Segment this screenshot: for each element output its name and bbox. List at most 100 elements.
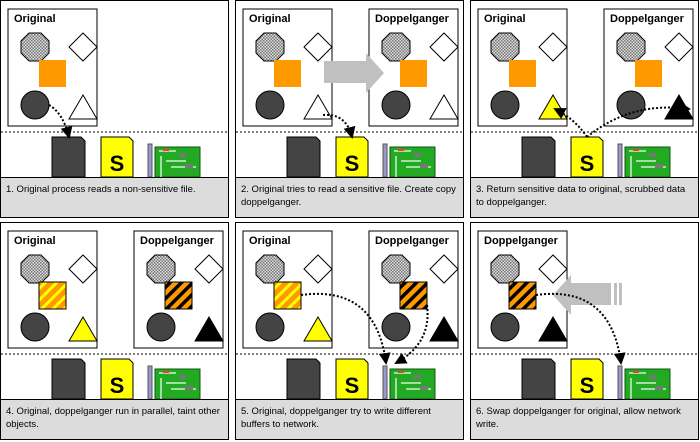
- non-sensitive-file-icon: [521, 136, 556, 178]
- process-box-doppelganger: Doppelganger: [477, 230, 568, 349]
- sensitive-file-icon: [335, 136, 369, 178]
- process-box-original: Original: [7, 8, 98, 127]
- diamond-icon: [538, 254, 568, 284]
- square-icon: [509, 60, 536, 87]
- square-icon: [164, 281, 193, 310]
- copy-arrow-icon: [324, 53, 384, 93]
- octagon-icon: [255, 32, 285, 62]
- data-flow-arrow: [300, 292, 391, 365]
- network-card-icon: [382, 143, 436, 178]
- square-icon: [39, 60, 66, 87]
- octagon-icon: [381, 32, 411, 62]
- process-box-doppelganger: Doppelganger: [368, 230, 459, 349]
- diamond-icon: [194, 254, 224, 284]
- panel-caption: 5. Original, doppelganger try to write d…: [236, 399, 463, 439]
- octagon-icon: [146, 254, 176, 284]
- sensitive-file-icon: [335, 358, 369, 400]
- process-label: Doppelganger: [375, 13, 450, 25]
- sensitive-file-icon: [100, 358, 134, 400]
- data-flow-arrow: [553, 108, 588, 138]
- network-card-icon: [617, 365, 671, 400]
- octagon-icon: [616, 32, 646, 62]
- network-card-icon: [382, 365, 436, 400]
- circle-icon: [616, 90, 646, 120]
- triangle-icon: [303, 94, 333, 120]
- non-sensitive-file-icon: [286, 358, 321, 400]
- panel-caption: 3. Return sensitive data to original, sc…: [471, 177, 698, 217]
- non-sensitive-file-icon: [521, 358, 556, 400]
- circle-icon: [490, 90, 520, 120]
- diamond-icon: [538, 32, 568, 62]
- triangle-icon: [303, 316, 333, 342]
- process-box-doppelganger: Doppelganger: [368, 8, 459, 127]
- process-box-original: Original: [242, 8, 333, 127]
- octagon-icon: [490, 254, 520, 284]
- network-card-icon: [147, 365, 201, 400]
- circle-icon: [381, 312, 411, 342]
- octagon-icon: [20, 254, 50, 284]
- network-card-icon: [147, 143, 201, 178]
- diamond-icon: [303, 254, 333, 284]
- octagon-icon: [255, 254, 285, 284]
- network-card-icon: [617, 143, 671, 178]
- panel-caption: 1. Original process reads a non-sensitiv…: [1, 177, 228, 217]
- process-label: Doppelganger: [610, 13, 685, 25]
- process-label: Doppelganger: [140, 235, 215, 247]
- data-flow-arrow: [535, 292, 626, 365]
- panel-caption: 4. Original, doppelganger run in paralle…: [1, 399, 228, 439]
- sensitive-file-letter: S: [580, 151, 595, 176]
- swap-arrow-icon: [553, 275, 611, 315]
- process-box-original: Original: [242, 230, 333, 349]
- sensitive-file-letter: S: [345, 373, 360, 398]
- circle-icon: [255, 312, 285, 342]
- triangle-icon: [194, 316, 224, 342]
- square-icon: [635, 60, 662, 87]
- sensitive-file-icon: [100, 136, 134, 178]
- square-icon: [400, 60, 427, 87]
- circle-icon: [146, 312, 176, 342]
- non-sensitive-file-icon: [286, 136, 321, 178]
- sensitive-file-letter: S: [345, 151, 360, 176]
- triangle-icon: [538, 316, 568, 342]
- circle-icon: [20, 312, 50, 342]
- diamond-icon: [664, 32, 694, 62]
- square-icon: [274, 60, 301, 87]
- square-icon: [273, 281, 302, 310]
- circle-icon: [490, 312, 520, 342]
- triangle-icon: [429, 316, 459, 342]
- sensitive-file-icon: [570, 358, 604, 400]
- process-label: Original: [14, 13, 56, 25]
- process-label: Original: [484, 13, 526, 25]
- sensitive-file-letter: S: [110, 373, 125, 398]
- process-label: Doppelganger: [375, 235, 450, 247]
- process-box-original: Original: [477, 8, 568, 127]
- panel-caption: 2. Original tries to read a sensitive fi…: [236, 177, 463, 217]
- data-flow-arrow: [322, 113, 356, 139]
- sensitive-file-letter: S: [110, 151, 125, 176]
- square-icon: [399, 281, 428, 310]
- data-flow-arrow: [48, 104, 73, 139]
- circle-icon: [255, 90, 285, 120]
- octagon-icon: [490, 32, 520, 62]
- diamond-icon: [303, 32, 333, 62]
- data-flow-arrow: [586, 101, 691, 138]
- square-icon: [508, 281, 537, 310]
- octagon-icon: [381, 254, 411, 284]
- process-box-doppelganger: Doppelganger: [133, 230, 224, 349]
- panel-caption: 6. Swap doppelganger for original, allow…: [471, 399, 698, 439]
- triangle-icon: [68, 316, 98, 342]
- square-icon: [38, 281, 67, 310]
- diamond-icon: [68, 254, 98, 284]
- process-box-original: Original: [7, 230, 98, 349]
- sensitive-file-letter: S: [580, 373, 595, 398]
- process-label: Original: [14, 235, 56, 247]
- non-sensitive-file-icon: [51, 358, 86, 400]
- diamond-icon: [429, 254, 459, 284]
- process-label: Doppelganger: [484, 235, 559, 247]
